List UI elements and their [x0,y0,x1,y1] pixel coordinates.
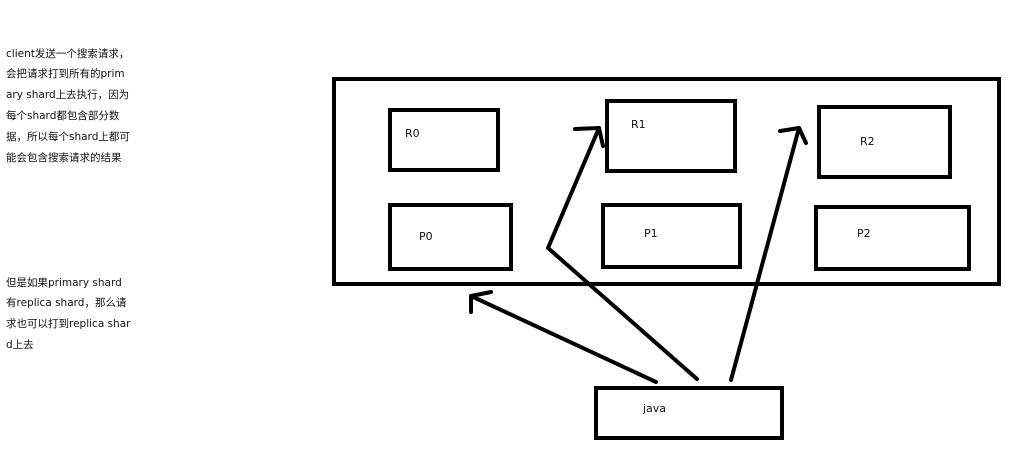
note-paragraph-1: client发送一个搜索请求，会把请求打到所有的primary shard上去执… [6,47,130,164]
shard-label-p2: P2 [857,227,871,240]
shard-box-r1 [605,99,737,173]
client-box-java [594,386,784,440]
shard-box-p1 [601,203,742,269]
shard-label-r2: R2 [860,135,875,148]
arrow-client-to-r1 [546,126,699,381]
shard-box-r0 [388,108,500,172]
shard-label-p0: P0 [419,230,433,243]
shard-label-r1: R1 [631,118,646,131]
shard-label-r0: R0 [405,127,420,140]
note-paragraph-2: 但是如果primary shard有replica shard，那么请求也可以打… [6,276,131,351]
arrow-client-to-r2 [729,126,808,382]
shard-label-p1: P1 [644,227,658,240]
shard-box-p0 [388,203,513,271]
shard-box-p2 [814,205,971,271]
cluster-box [332,77,1001,286]
shard-box-r2 [817,105,952,179]
client-label-java: java [642,402,666,415]
explanation-notes: client发送一个搜索请求，会把请求打到所有的primary shard上去执… [6,2,131,377]
arrow-client-to-p0 [469,290,658,384]
